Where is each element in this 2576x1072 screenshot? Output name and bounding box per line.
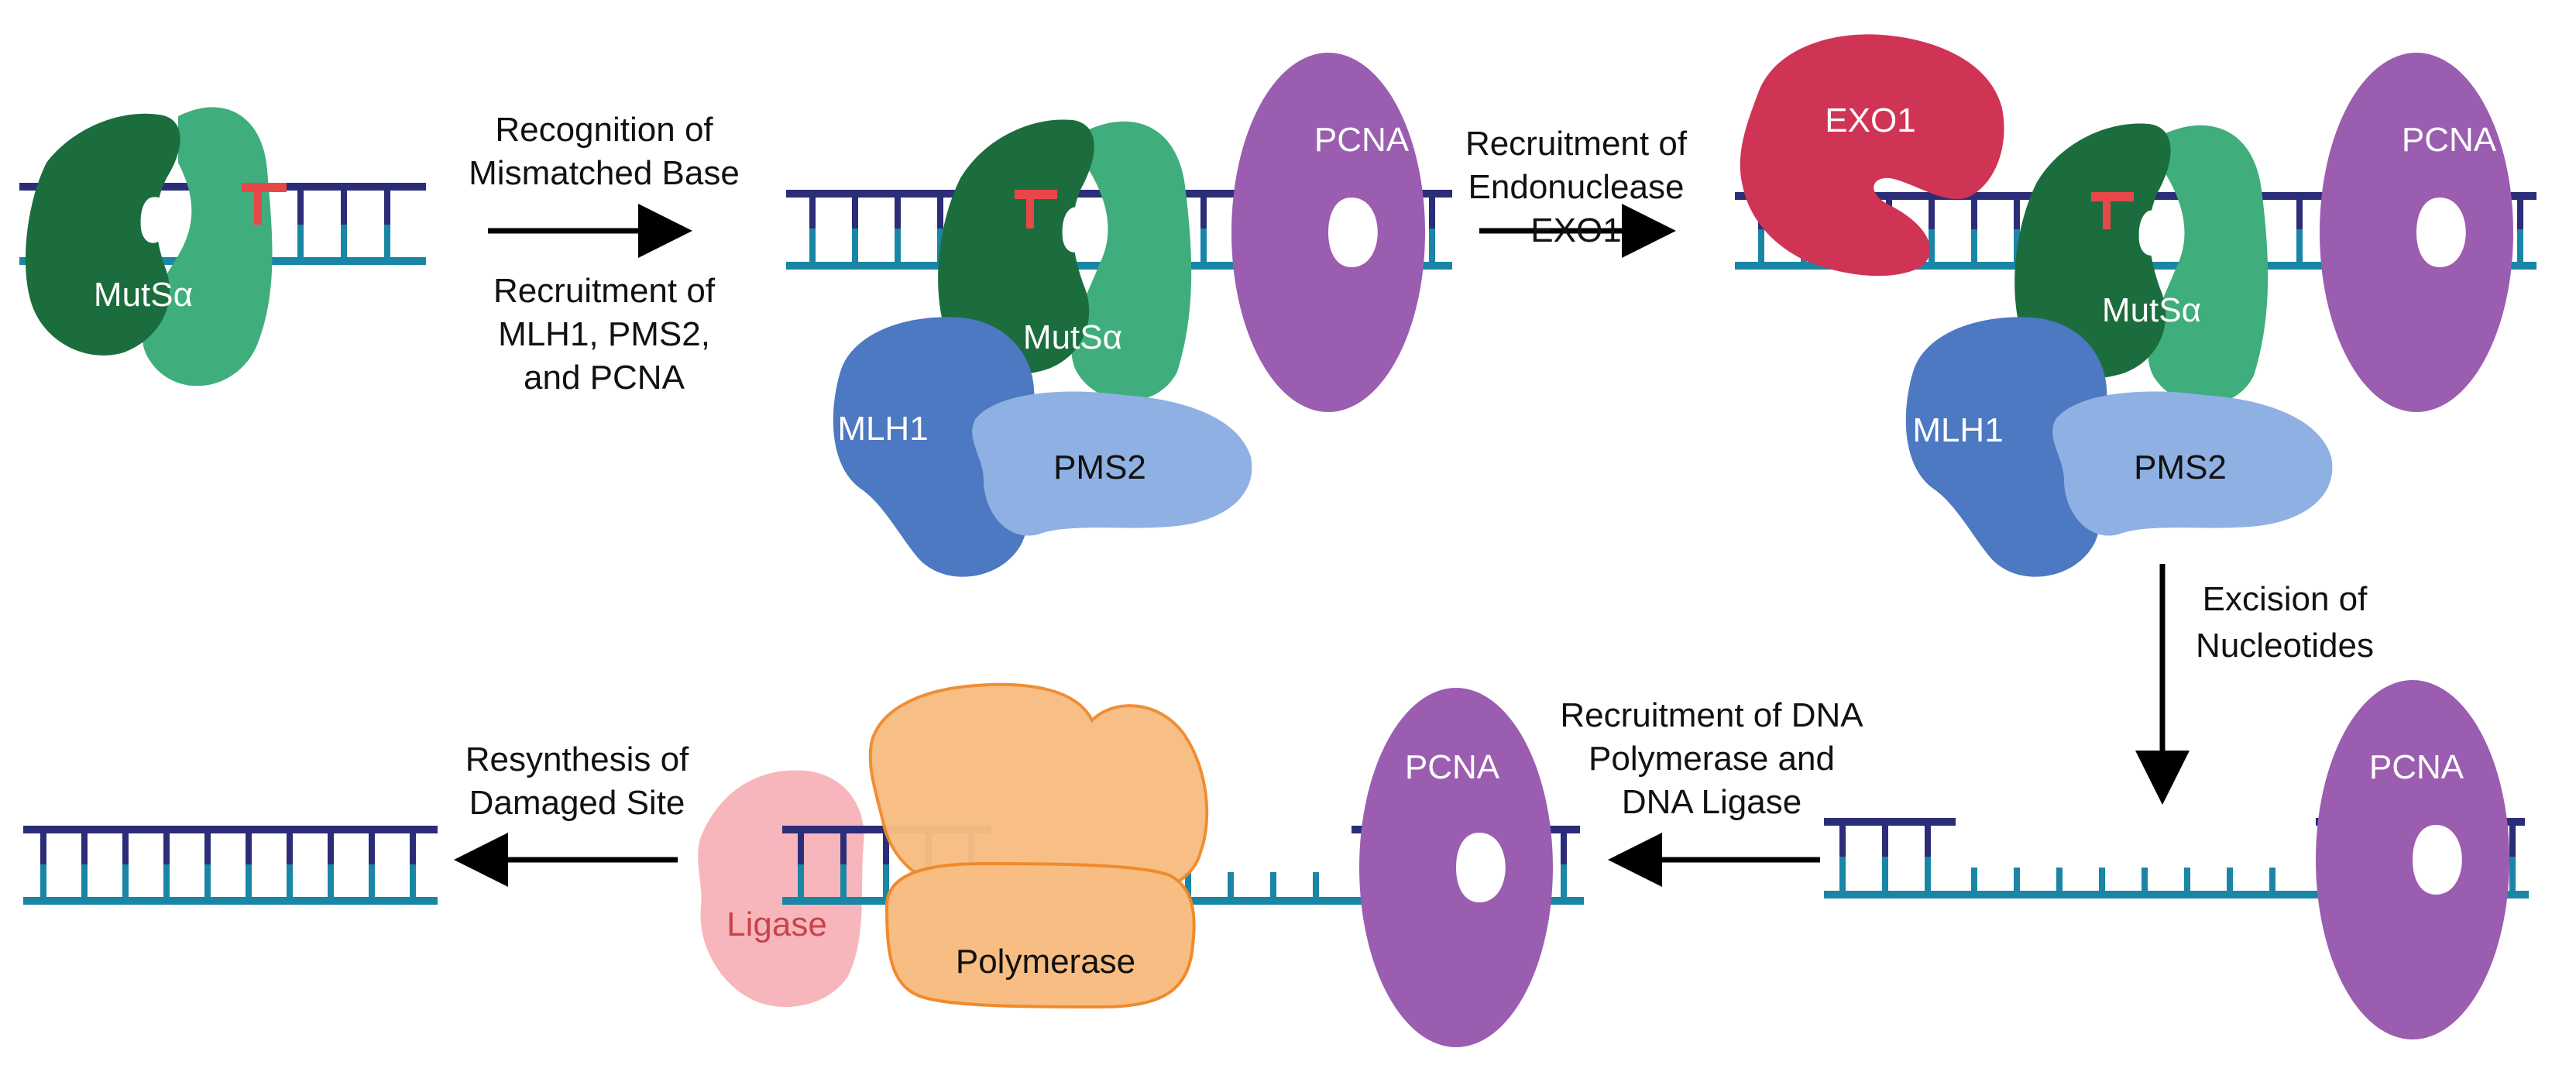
mlh1-label-2: MLH1 <box>837 410 928 448</box>
panel-3-exo1: EXO1 PCNA MutSα MLH1 PMS2 <box>1735 34 2537 577</box>
mismatch-base-2 <box>1015 190 1057 228</box>
pcna-label-2: PCNA <box>1314 121 1410 159</box>
mlh1-label-3: MLH1 <box>1912 411 2003 449</box>
excision-line-1: Excision of <box>2203 580 2368 618</box>
exo1-protein-3: EXO1 <box>1740 34 2004 277</box>
pcna-ring-5: PCNA <box>1359 688 1553 1047</box>
recruit-polymerase-line-1: Recruitment of DNA <box>1560 696 1863 734</box>
recruit-exo1-line-1: Recruitment of <box>1465 125 1688 163</box>
step-recruit-exo1: Recruitment of Endonuclease EXO1 <box>1465 125 1688 258</box>
dna-rungs-6 <box>40 833 416 897</box>
pms2-protein-3: PMS2 <box>2052 391 2333 536</box>
mismatch-base-3 <box>2091 192 2134 229</box>
excision-line-2: Nucleotides <box>2196 627 2374 665</box>
pcna-label-5: PCNA <box>1405 748 1500 786</box>
mismatch-base-1 <box>242 183 287 225</box>
mutsa-protein-2: MutSα <box>938 119 1192 401</box>
mutsa-label-3: MutSα <box>2102 291 2201 329</box>
step-recruit-polymerase: Recruitment of DNA Polymerase and DNA Li… <box>1560 696 1863 887</box>
exo1-label-3: EXO1 <box>1825 101 1915 139</box>
mutsa-protein-1: MutSα <box>25 107 273 387</box>
mutsa-label-1: MutSα <box>94 276 193 314</box>
panel-5-polymerase: Ligase <box>698 682 1584 1047</box>
polymerase-label-5: Polymerase <box>956 943 1135 981</box>
step-resynthesis: Resynthesis of Damaged Site <box>454 740 689 887</box>
pcna-ring-3: PCNA <box>2320 53 2513 412</box>
mutsa-label-2: MutSα <box>1023 318 1122 356</box>
panel-1-mismatch: MutSα <box>19 107 426 387</box>
recruit-exo1-line-2: Endonuclease <box>1468 168 1685 206</box>
step-recognition: Recognition of Mismatched Base Recruitme… <box>469 111 740 397</box>
panel-4-excised: PCNA <box>1824 680 2529 1039</box>
pcna-label-4: PCNA <box>2369 748 2464 786</box>
pcna-ring-4: PCNA <box>2316 680 2509 1039</box>
ligase-label-5: Ligase <box>726 905 827 943</box>
step-excision: Excision of Nucleotides <box>2135 564 2374 805</box>
polymerase-protein-5: Polymerase <box>868 682 1209 1009</box>
recognition-line-2: Mismatched Base <box>469 154 740 192</box>
recognition-line-1: Recognition of <box>495 111 713 149</box>
recruit-polymerase-line-2: Polymerase and <box>1589 740 1835 778</box>
recruit-mlh1-line-1: Recruitment of <box>493 272 716 310</box>
pms2-label-2: PMS2 <box>1053 448 1146 486</box>
recruit-mlh1-line-3: and PCNA <box>524 359 685 397</box>
pcna-label-3: PCNA <box>2402 121 2497 159</box>
resynthesis-line-2: Damaged Site <box>469 784 685 822</box>
recruit-exo1-line-3: EXO1 <box>1530 211 1621 249</box>
resynthesis-line-1: Resynthesis of <box>465 740 689 778</box>
recruit-mlh1-line-2: MLH1, PMS2, <box>498 315 710 353</box>
pms2-label-3: PMS2 <box>2134 448 2227 486</box>
mlh1-protein-3: MLH1 <box>1905 317 2107 577</box>
recruit-polymerase-line-3: DNA Ligase <box>1622 783 1801 821</box>
ligase-protein-5: Ligase <box>698 770 864 1007</box>
mlh1-protein-2: MLH1 <box>833 317 1035 577</box>
pms2-protein-2: PMS2 <box>972 391 1252 536</box>
panel-2-recruitment: PCNA MutSα MLH1 PMS2 <box>786 53 1452 577</box>
panel-6-repaired <box>23 826 438 905</box>
mutsa-protein-3: MutSα <box>2014 123 2269 405</box>
pcna-ring-2: PCNA <box>1231 53 1425 412</box>
